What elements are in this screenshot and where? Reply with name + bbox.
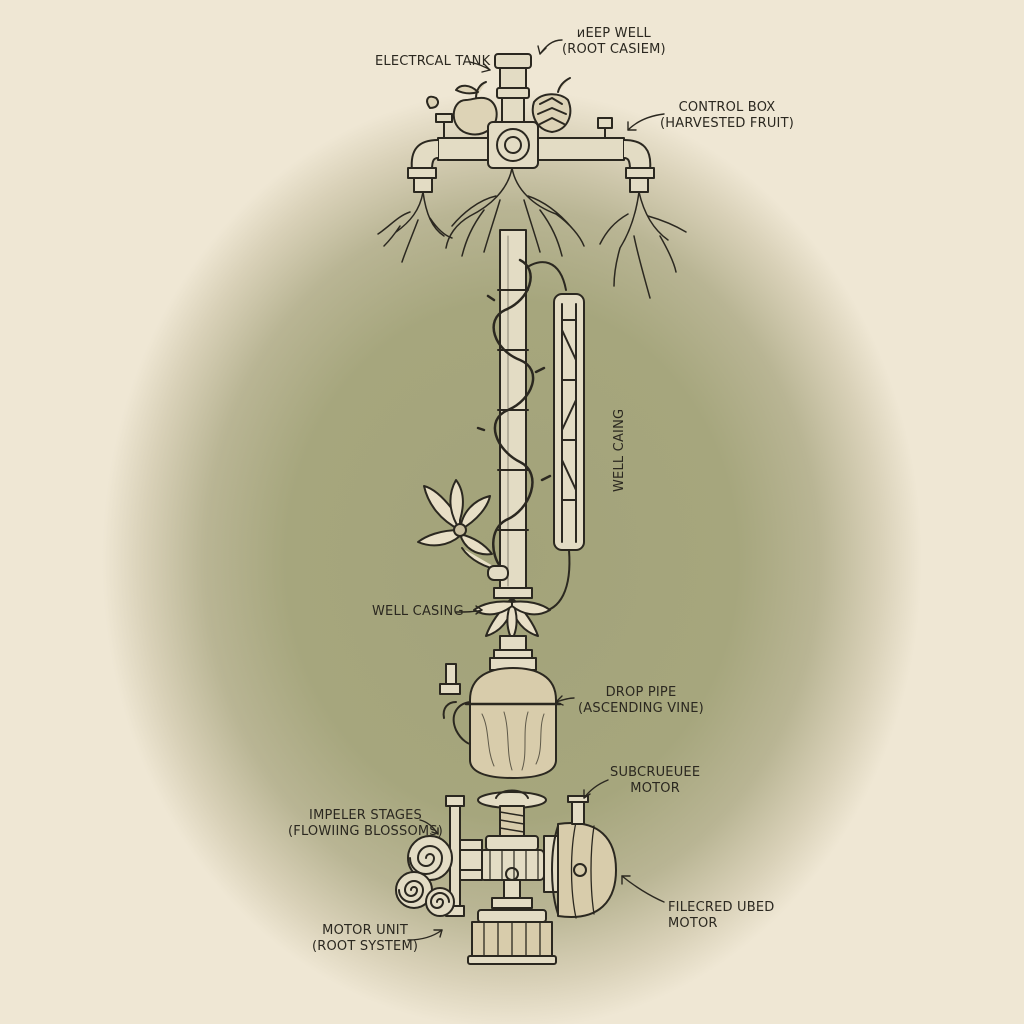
label-line: WELL CAING [612,408,627,492]
lotus-flower [417,479,509,581]
label-line: SUBCRUEUEE [610,765,701,780]
label-line: (FLOWIING BLOSSOMS) [288,824,444,839]
manifold-pipe [407,95,655,193]
top-cap [494,53,532,125]
label-impeler-stages: IMPELER STAGES (FLOWIING BLOSSOMS) [288,808,443,840]
label-drop-pipe: DROP PIPE (ASCENDING VINE) [578,685,704,717]
label-control-box: CONTROL BOX (HARVESTED FRUIT) [660,100,794,132]
artichoke-fruit [531,77,572,133]
label-subcrue-motor: SUBCRUEUEE MOTOR [610,765,700,797]
right-roots [599,191,687,299]
label-line: WELL CASING [372,604,464,619]
coiled-vine [476,258,552,568]
center-roots [445,167,585,257]
label-line: (ROOT SYSTEM) [312,939,419,954]
label-line: DROP PIPE [605,685,677,700]
label-line: CONTROL BOX [678,100,776,115]
left-roots [377,191,453,263]
main-casing-pipe [497,229,529,591]
leader-arrows [407,39,665,941]
label-line: IMPELER STAGES [309,808,422,823]
label-line: (HARVESTED FRUIT) [660,116,794,131]
barrel-motor [543,795,617,919]
label-line: ELECTRCAL TANK [375,54,491,69]
side-gauge-tube [525,261,585,613]
collar-blossom [473,587,551,659]
label-line: MOTOR UNIT [322,923,408,938]
label-line: MOTOR [630,781,680,796]
label-well-casing: WELL CASING [372,604,464,620]
base-cage [467,909,557,965]
spiral-blossoms [395,795,483,917]
label-motor-unit: MOTOR UNIT (ROOT SYSTEM) [312,923,418,955]
label-line: (ROOT CASIEM) [562,42,666,57]
label-line: (ASCENDING VINE) [578,701,704,716]
label-electrical-tank: ELECTRCAL TANK [375,54,490,70]
label-line: FILECRED UBED [668,900,775,915]
label-deep-well: ᴎEEP WELL (ROOT CASIEM) [562,26,666,58]
wooden-tank [439,657,562,779]
label-well-casing-vertical: WELL CAING [612,409,628,492]
label-line: ᴎEEP WELL [576,26,651,41]
label-filecred-motor: FILECRED UBED MOTOR [668,900,775,932]
label-line: MOTOR [668,916,718,931]
impeller-stack [477,789,547,913]
